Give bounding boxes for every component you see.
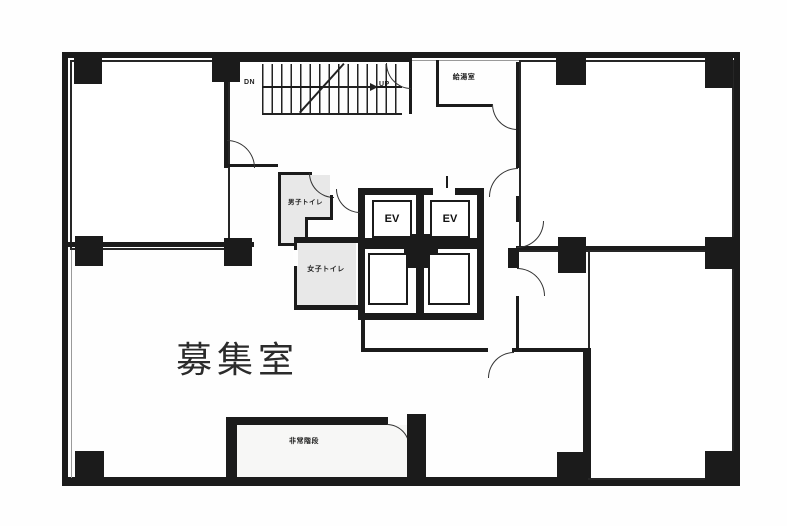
stairs-up-label: UP [379, 81, 390, 88]
elevator-right-label: EV [442, 213, 458, 225]
womens-toilet-bottom-wall [294, 305, 360, 310]
mens-toilet-bottom-wall [278, 243, 308, 246]
bottom-right-room-left-wall [583, 348, 591, 478]
pillar-top-stairs [212, 54, 240, 82]
kitchenette-label: 給湯室 [452, 74, 476, 81]
stair-treads [262, 64, 402, 115]
pillar-mid-left [75, 236, 103, 266]
mid-wall-right-segment [516, 246, 738, 250]
room-top-right [519, 60, 734, 252]
corridor-door-arc-upper [489, 168, 518, 197]
stairs-down-label: DN [244, 79, 256, 86]
mens-toilet-left-wall [278, 172, 281, 246]
emergency-stairs-top-wall [226, 417, 388, 425]
womens-toilet-label: 女子トイレ [307, 266, 345, 273]
stair-direction-line [322, 86, 372, 88]
outer-wall-right [734, 52, 740, 486]
womens-toilet-left-wall [294, 237, 297, 307]
kitchenette-left-wall [436, 60, 439, 107]
emergency-stairs-left-wall [226, 417, 237, 480]
pillar-mid-far-right [705, 237, 735, 269]
pillar-bottom-mid-right [557, 452, 583, 478]
womens-toilet-door-opening [293, 250, 298, 266]
emergency-stairs-fill [237, 425, 407, 477]
vacant-room-door-arc [488, 352, 514, 378]
elevator-door-gap [433, 186, 455, 196]
right-room-door-arc-lower [517, 268, 545, 296]
stair-corridor-door-arc [227, 140, 255, 168]
mens-toilet-jog-wall [305, 217, 333, 220]
corridor-wall-stub [508, 248, 519, 268]
elevator-right-cab: EV [430, 200, 470, 238]
pillar-top-mid-right [556, 57, 586, 85]
pillar-bottom-left [75, 451, 104, 481]
vacant-room-label: 募集室 [176, 339, 300, 380]
connector-wall-vertical [361, 318, 365, 350]
room-bottom-right [588, 250, 734, 480]
elevator-pit-right [428, 253, 470, 305]
mens-toilet-right-wall [330, 195, 333, 220]
elevator-left-cab: EV [372, 200, 412, 238]
corridor-wall-middle [516, 196, 519, 222]
mens-toilet-top-wall [278, 172, 312, 175]
pillar-mid-right [558, 237, 586, 273]
emergency-stairs-label: 非常階段 [289, 438, 319, 445]
kitchenette-bottom-wall [436, 104, 492, 107]
stair-top-wall [238, 52, 412, 62]
room-top-left [70, 60, 230, 250]
pillar-mid-center [224, 238, 252, 266]
connector-wall-horizontal-right [512, 348, 590, 352]
mid-wall-left-segment [62, 242, 254, 247]
pillar-bottom-right [705, 451, 735, 480]
outer-wall-inner-line-left [71, 60, 72, 478]
corridor-wall-lower [516, 296, 519, 352]
stair-direction-arrow-icon [370, 83, 378, 91]
corridor-wall-upper [516, 62, 519, 168]
elevator-left-label: EV [384, 213, 400, 225]
kitchenette-door-arc [492, 104, 517, 130]
outer-wall-left [62, 52, 68, 486]
womens-toilet-fill [297, 243, 356, 307]
elevator-door-tick [446, 176, 448, 188]
connector-wall-horizontal-left [361, 348, 488, 352]
womens-toilet-top-wall [294, 237, 360, 243]
outer-wall-bottom [62, 477, 740, 486]
mens-toilet-inner-wall [305, 217, 308, 246]
mens-toilet-label: 男子トイレ [288, 199, 323, 206]
emergency-stairs-right-block [407, 414, 426, 480]
pillar-top-right [705, 58, 733, 88]
elevator-hall-door-arc [336, 189, 360, 213]
pillar-top-left [74, 56, 102, 84]
elevator-pit-left [368, 253, 408, 305]
stair-left-wall [224, 80, 228, 168]
